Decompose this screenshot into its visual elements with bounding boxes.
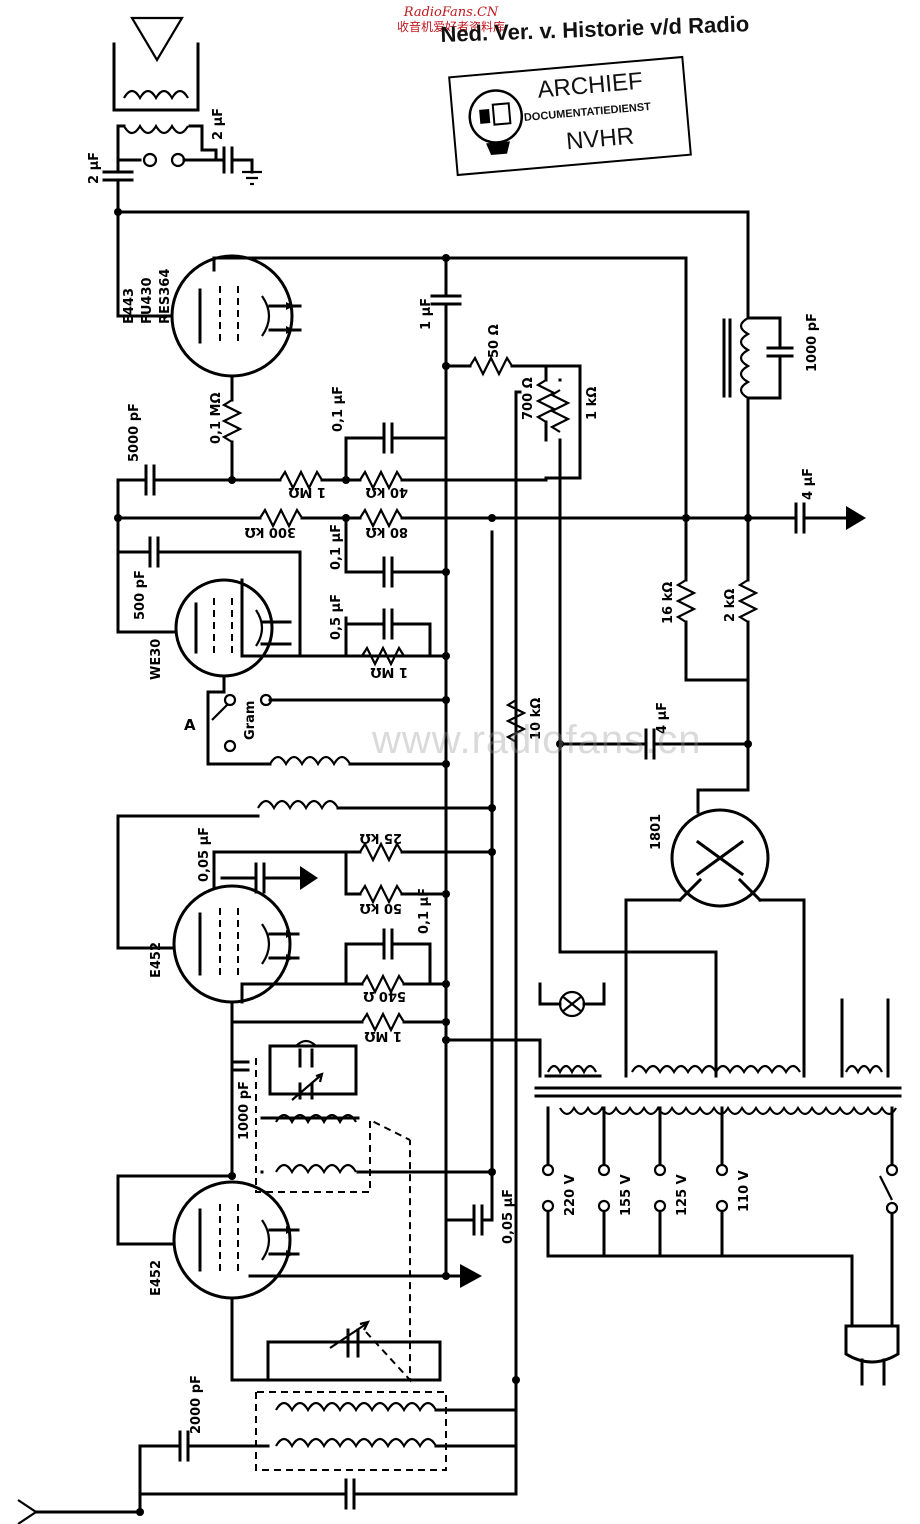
r-2k-label: 2 kΩ [723,589,738,622]
r-10k-a-label: 10 kΩ [529,698,544,740]
cap-005a-label: 0,05 µF [197,827,212,882]
mains-plug-icon [844,1324,900,1386]
cap-4uf-b-label: 4 µF [655,702,670,734]
tube-if-label: E452 [149,942,164,978]
r-16k-label: 16 kΩ [661,582,676,624]
cap-01b-label: 0,1 µF [329,524,344,570]
r-50-label: 50 Ω [487,324,502,358]
r-1m-c-label: 1 MΩ [364,1028,402,1043]
archive-stamp: ARCHIEF DOCUMENTATIEDIENST NVHR [448,55,692,177]
mains-selector [541,1106,899,1328]
tube-output-label: E443 [122,288,137,324]
loudspeaker-icon [112,16,262,186]
r-540-label: 540 Ω [363,988,406,1003]
rf-tube-icon [172,1180,300,1300]
tube-output-label-3: RES364 [158,269,173,324]
cap-01c-label: 0,1 µF [417,888,432,934]
screen-cap-label: 1 µF [419,298,434,330]
r-300k-label: 300 kΩ [245,524,296,539]
tube-rectifier-label: 1801 [649,814,664,850]
radiofans-name: RadioFans.CN [403,5,499,20]
mains-110-label: 110 V [737,1170,752,1212]
r-25k-label: 25 kΩ [360,830,402,845]
tube-rf-label: E452 [149,1260,164,1296]
cap-1000pf-b-label: 1000 pF [237,1081,252,1140]
mains-125-label: 125 V [675,1174,690,1216]
output-tube-icon [170,254,302,378]
tube-detector-label: WE30 [149,639,164,680]
mains-220-label: 220 V [563,1174,578,1216]
watermark-url: www.radiofans.cn [372,718,702,762]
junction-dots [114,208,752,1516]
output-cap-label: 2 µF [87,152,102,184]
radiofans-tagline: 收音机爱好者资料库 [396,20,505,34]
rectifier-tube-icon [670,788,770,908]
cap-005b-label: 0,05 µF [501,1189,516,1244]
grid-r-label: 0,1 MΩ [209,392,224,444]
r-1k-label: 1 kΩ [585,387,600,420]
r-1m-b-label: 1 MΩ [370,664,408,679]
r-1m-a-label: 1 MΩ [288,484,326,499]
tube-output-label-2: FU430 [140,277,155,324]
r-50k-label: 50 kΩ [360,900,402,915]
switch-a-label: A [184,716,196,734]
radio-tube-logo-icon [468,89,524,156]
cap-5000pf-label: 5000 pF [127,403,142,462]
cap-1000pf-label: 1000 pF [805,313,820,372]
cap-05uf-label: 0,5 µF [329,594,344,640]
detector-tube-icon [174,578,292,678]
r-80k-label: 80 kΩ [366,524,408,539]
cap-4uf-a-label: 4 µF [801,468,816,500]
mains-155-label: 155 V [619,1174,634,1216]
power-transformer-icon [534,998,902,1116]
cap-01a-label: 0,1 µF [331,386,346,432]
output-transformer-icon [722,316,794,582]
cap-2000pf-label: 2000 pF [189,1375,204,1434]
gram-label: Gram [243,701,258,740]
cap-500pf-label: 500 pF [133,570,148,620]
speaker-cap-label: 2 µF [211,108,226,140]
r-700-label: 700 Ω [521,377,536,420]
r-40k-label: 40 kΩ [366,484,408,499]
radiofans-watermark: RadioFans.CN 收音机爱好者资料库 [388,5,514,35]
